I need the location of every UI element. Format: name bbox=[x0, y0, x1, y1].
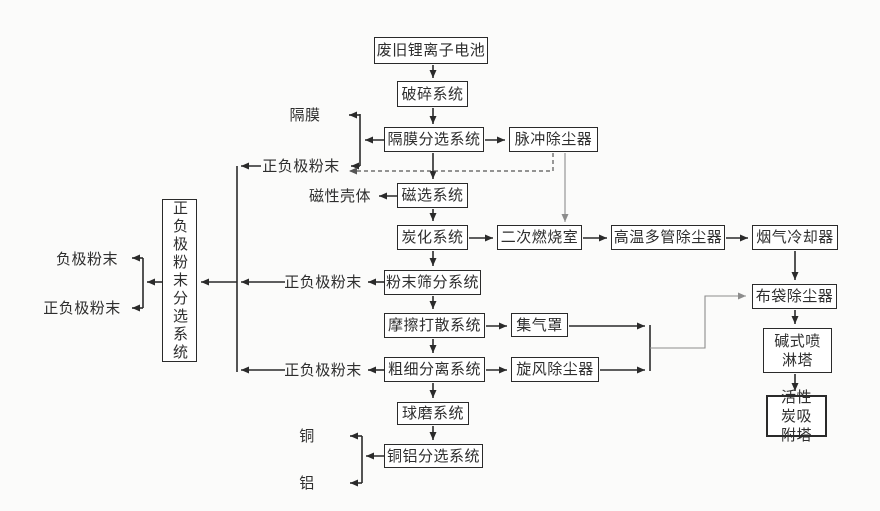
label-pn-powder-left: 正负极粉末 bbox=[43, 299, 121, 317]
node-coarse-fine: 粗细分离系统 bbox=[384, 357, 485, 382]
label-separator-out: 隔膜 bbox=[289, 106, 321, 124]
label-pn-powder-mid: 正负极粉末 bbox=[284, 273, 362, 291]
node-ball-mill: 球磨系统 bbox=[397, 402, 469, 425]
label-neg-powder: 负极粉末 bbox=[55, 250, 118, 268]
label-aluminum: 铝 bbox=[299, 474, 315, 492]
label-pn-powder-bottom: 正负极粉末 bbox=[284, 361, 362, 379]
node-gas-hood: 集气罩 bbox=[511, 313, 568, 337]
node-magnetic-sort: 磁选系统 bbox=[397, 183, 468, 208]
node-cyclone-dust: 旋风除尘器 bbox=[511, 357, 599, 382]
node-hightemp-dust: 高温多管除尘器 bbox=[611, 225, 725, 250]
node-activated-carbon: 活性炭吸附塔 bbox=[766, 388, 827, 444]
label-magnetic-shell: 磁性壳体 bbox=[308, 187, 371, 205]
label-copper: 铜 bbox=[299, 427, 315, 445]
node-separator-sort: 隔膜分选系统 bbox=[384, 127, 484, 152]
node-carbonization: 炭化系统 bbox=[397, 225, 468, 250]
node-secondary-combustion: 二次燃烧室 bbox=[497, 225, 582, 250]
node-crush: 破碎系统 bbox=[397, 81, 468, 107]
node-battery: 废旧锂离子电池 bbox=[374, 37, 488, 64]
node-friction-scatter: 摩擦打散系统 bbox=[384, 313, 485, 338]
node-pulse-dust: 脉冲除尘器 bbox=[509, 127, 598, 152]
edge-collector-bag bbox=[650, 292, 746, 349]
node-flue-cooler: 烟气冷却器 bbox=[752, 225, 838, 250]
node-alkaline-spray: 碱式喷淋塔 bbox=[763, 328, 832, 373]
label-pn-powder-top: 正负极粉末 bbox=[262, 157, 340, 175]
edge-pulse-pnpowder-dashed bbox=[349, 153, 554, 175]
node-bag-dust: 布袋除尘器 bbox=[752, 284, 837, 309]
node-powder-sieve: 粉末筛分系统 bbox=[384, 270, 481, 295]
node-powder-sort: 正负极粉末分选系统 bbox=[162, 199, 197, 362]
node-cu-al-sort: 铜铝分选系统 bbox=[384, 444, 483, 468]
